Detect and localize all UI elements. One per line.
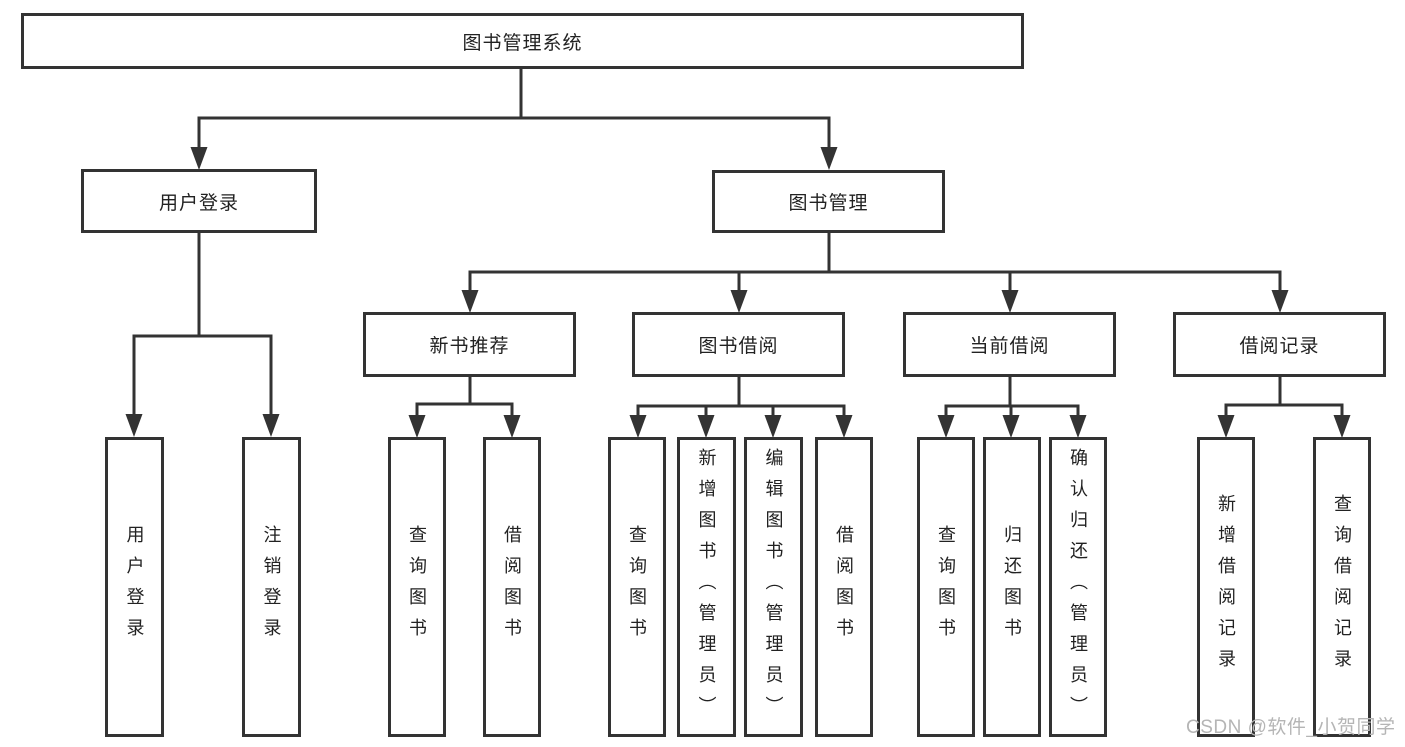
leaf-query-books-3: 查询图书 xyxy=(917,437,975,737)
leaf-user-login: 用户登录 xyxy=(105,437,164,737)
node-root: 图书管理系统 xyxy=(21,13,1024,69)
leaf-edit-book-admin: 编辑图书（管理员） xyxy=(744,437,803,737)
node-book-borrowing-label: 图书借阅 xyxy=(698,336,779,357)
leaf-query-books-1-label: 查询图书 xyxy=(407,525,427,649)
node-root-label: 图书管理系统 xyxy=(462,32,583,54)
leaf-add-borrow-record-label: 新增借阅记录 xyxy=(1216,494,1236,680)
node-borrowing-records: 借阅记录 xyxy=(1173,312,1386,377)
leaf-query-books-2-label: 查询图书 xyxy=(627,525,647,649)
leaf-query-borrow-record: 查询借阅记录 xyxy=(1313,437,1371,737)
leaf-edit-book-admin-label: 编辑图书（管理员） xyxy=(763,447,784,727)
node-book-management: 图书管理 xyxy=(712,170,945,233)
leaf-query-books-2: 查询图书 xyxy=(608,437,666,737)
node-user-login: 用户登录 xyxy=(81,169,317,233)
leaf-confirm-return-admin: 确认归还（管理员） xyxy=(1049,437,1107,737)
node-book-management-label: 图书管理 xyxy=(788,193,869,214)
node-current-borrowing: 当前借阅 xyxy=(903,312,1116,377)
node-user-login-label: 用户登录 xyxy=(158,192,239,214)
node-current-borrowing-label: 当前借阅 xyxy=(969,336,1050,357)
node-book-borrowing: 图书借阅 xyxy=(632,312,845,377)
leaf-query-borrow-record-label: 查询借阅记录 xyxy=(1332,494,1352,680)
arrowheads xyxy=(125,147,1351,438)
leaf-borrow-books-1-label: 借阅图书 xyxy=(502,525,522,649)
leaf-add-borrow-record: 新增借阅记录 xyxy=(1197,437,1255,737)
leaf-add-book-admin: 新增图书（管理员） xyxy=(677,437,736,737)
leaf-return-books-label: 归还图书 xyxy=(1002,525,1022,649)
node-new-book-recommendation: 新书推荐 xyxy=(363,312,576,377)
node-borrowing-records-label: 借阅记录 xyxy=(1239,336,1320,357)
leaf-query-books-3-label: 查询图书 xyxy=(936,525,956,649)
leaf-logout-login: 注销登录 xyxy=(242,437,301,737)
leaf-borrow-books-1: 借阅图书 xyxy=(483,437,541,737)
leaf-borrow-books-2: 借阅图书 xyxy=(815,437,873,737)
leaf-logout-login-label: 注销登录 xyxy=(261,525,282,649)
leaf-user-login-label: 用户登录 xyxy=(124,525,145,649)
leaf-confirm-return-admin-label: 确认归还（管理员） xyxy=(1068,447,1088,727)
leaf-add-book-admin-label: 新增图书（管理员） xyxy=(696,447,717,727)
watermark: CSDN @软件_小贺同学 xyxy=(1186,717,1396,738)
leaf-borrow-books-2-label: 借阅图书 xyxy=(834,525,854,649)
node-new-book-recommendation-label: 新书推荐 xyxy=(429,336,510,357)
tree-edges xyxy=(132,67,1344,419)
leaf-return-books: 归还图书 xyxy=(983,437,1041,737)
leaf-query-books-1: 查询图书 xyxy=(388,437,446,737)
